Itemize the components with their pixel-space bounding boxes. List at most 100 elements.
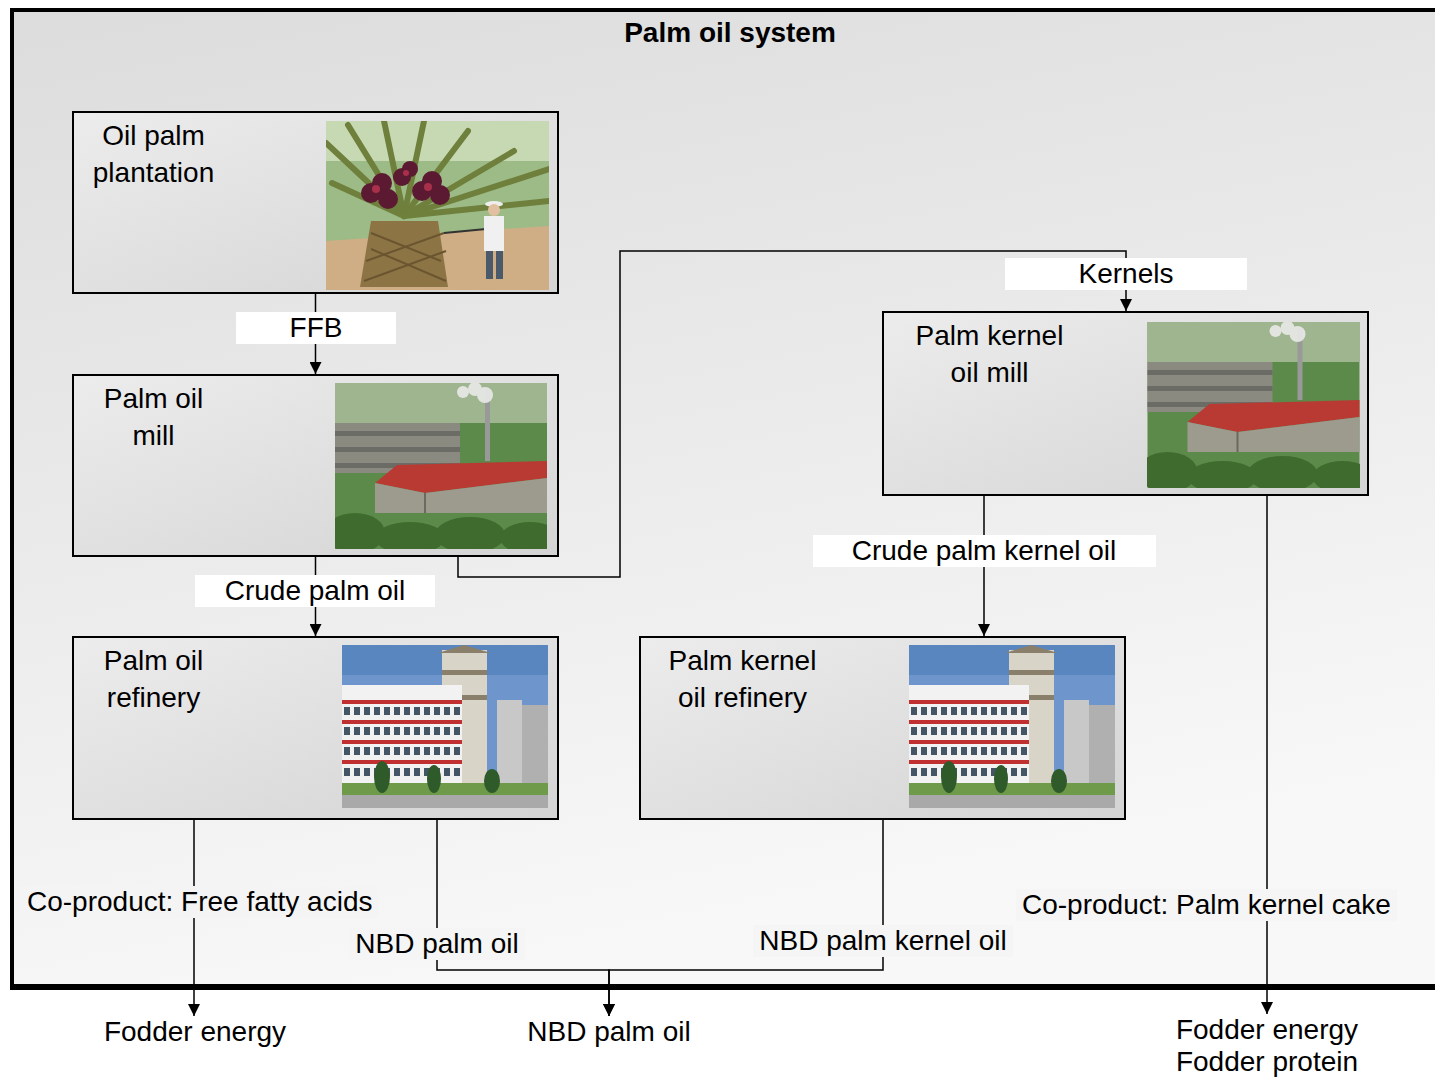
illustration-part	[1313, 461, 1361, 488]
edge-label: Crude palm oil	[195, 575, 435, 607]
illustration-part	[497, 700, 522, 790]
illustration-part	[488, 204, 500, 216]
illustration-part	[522, 705, 548, 790]
illustration-part	[1064, 700, 1089, 790]
illustration-part	[335, 431, 460, 436]
illustration-part	[1005, 645, 1058, 653]
illustration-part	[361, 183, 381, 203]
process-box: Palm oil mill	[72, 374, 559, 557]
illustration-part	[496, 251, 503, 279]
frame-fill	[10, 8, 1435, 990]
illustration-part	[335, 447, 460, 452]
illustration-part	[342, 783, 548, 797]
illustration-part	[909, 783, 1115, 797]
illustration-part	[909, 700, 1029, 704]
box-label: Oil palm plantation	[86, 117, 221, 191]
illustration-part	[1089, 705, 1115, 790]
illustration-part	[344, 727, 460, 735]
illustration-part	[326, 121, 549, 216]
edge-label: FFB	[236, 312, 396, 344]
plantation-photo	[326, 121, 549, 290]
illustration-part	[342, 700, 462, 764]
output-label: NBD palm oil	[527, 1016, 690, 1048]
flow-connector	[1266, 496, 1268, 1014]
edge-label: Kernels	[1005, 258, 1247, 290]
illustration-part	[1148, 322, 1360, 362]
illustration-part	[484, 769, 500, 793]
kernel-refinery-photo	[909, 645, 1115, 808]
illustration-part	[1188, 417, 1360, 452]
illustration-part	[909, 720, 1029, 724]
illustration-part	[444, 229, 486, 233]
illustration-part	[371, 249, 446, 281]
illustration-part	[335, 383, 547, 423]
output-label: Fodder energy	[104, 1016, 286, 1048]
illustration-part	[911, 727, 1027, 735]
illustration-part	[335, 513, 547, 549]
system-frame: Palm oil system	[10, 8, 1435, 990]
illustration-part	[326, 121, 549, 290]
illustration-part	[1188, 461, 1258, 488]
illustration-part	[911, 711, 1027, 772]
illustration-part	[484, 216, 504, 251]
illustration-part	[909, 700, 1029, 764]
illustration-part	[994, 765, 1008, 793]
illustration-part	[1270, 322, 1306, 342]
illustration-part	[435, 517, 505, 549]
illustration-part	[1148, 370, 1273, 375]
illustration-part	[468, 383, 482, 396]
illustration-part	[909, 760, 1029, 764]
edge-label: Co-product: Free fatty acids	[21, 886, 378, 918]
illustration-part	[402, 161, 418, 177]
box-text: Oil palm plantation	[86, 117, 221, 191]
box-label: Palm oil refinery	[86, 642, 221, 716]
output-node: NBD palm oil	[527, 1016, 690, 1048]
process-box: Oil palm plantation	[72, 111, 559, 294]
illustration-part	[1248, 456, 1318, 488]
illustration-part	[911, 768, 1027, 776]
illustration-part	[364, 233, 446, 281]
illustration-part	[342, 760, 462, 764]
illustration-part	[442, 670, 487, 675]
illustration-part	[457, 386, 469, 398]
illustration-part	[1148, 386, 1273, 391]
box-text: Palm oil mill	[86, 380, 221, 454]
illustration-part	[1270, 325, 1282, 337]
illustration-part	[909, 645, 1115, 808]
illustration-part	[342, 740, 462, 744]
illustration-part	[909, 795, 1115, 808]
illustration-part	[404, 169, 549, 216]
process-box: Palm kernel oil mill	[882, 311, 1369, 496]
illustration-part	[427, 765, 441, 793]
illustration-part	[424, 493, 426, 513]
kernel-mill-photo	[1147, 322, 1360, 488]
illustration-part	[438, 645, 491, 653]
illustration-part	[344, 747, 460, 755]
refinery-photo	[342, 645, 548, 808]
edge-label: Crude palm kernel oil	[813, 535, 1156, 567]
output-label: Fodder protein	[1176, 1046, 1358, 1078]
output-node: Fodder energy	[104, 1016, 286, 1048]
illustration-part	[342, 685, 462, 785]
illustration-part	[375, 478, 547, 513]
illustration-part	[500, 522, 547, 549]
illustration-part	[342, 720, 462, 724]
illustration-part	[375, 522, 445, 549]
edge-label: NBD palm oil	[349, 928, 524, 960]
frame-title: Palm oil system	[14, 16, 1435, 50]
illustration-part	[430, 185, 450, 205]
illustration-part	[1051, 769, 1067, 793]
illustration-part	[344, 711, 460, 772]
illustration-part	[457, 383, 493, 403]
illustration-part	[941, 761, 957, 793]
box-text: Palm oil refinery	[86, 642, 221, 716]
edge-label: NBD palm kernel oil	[753, 925, 1012, 957]
illustration-part	[1281, 322, 1295, 335]
illustration-part	[332, 183, 404, 216]
illustration-part	[941, 761, 1067, 793]
illustration-part	[403, 170, 409, 176]
illustration-part	[412, 181, 432, 201]
output-label: Fodder energy	[1176, 1014, 1358, 1046]
